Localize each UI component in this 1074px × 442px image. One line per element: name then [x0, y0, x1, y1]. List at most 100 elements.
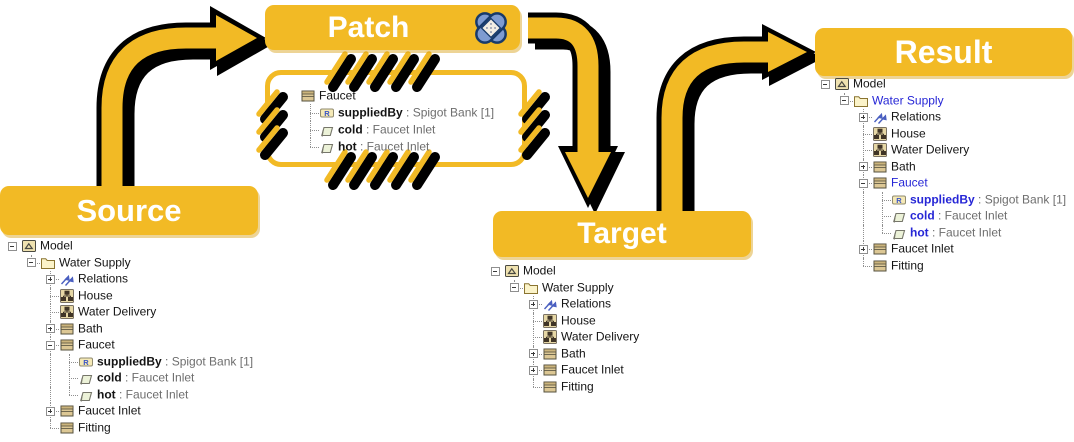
tree-node-label: Water Supply	[542, 280, 614, 295]
collapse-minus-box[interactable]	[7, 241, 17, 251]
tree-row[interactable]: Model	[487, 263, 747, 280]
tree-connector-horizontal	[533, 337, 542, 339]
collapse-minus-box[interactable]	[509, 283, 519, 293]
collapse-minus-box[interactable]	[26, 258, 36, 268]
tree-node-label: Faucet Inlet	[891, 241, 954, 256]
diagram-icon	[59, 304, 75, 320]
class-icon	[872, 258, 888, 274]
tree-row[interactable]: Fitting	[4, 419, 270, 437]
expand-plus-box[interactable]	[858, 112, 868, 122]
tree-row[interactable]: Fitting	[817, 257, 1073, 275]
tree-row[interactable]: Bath	[487, 345, 747, 362]
model-icon	[21, 238, 37, 254]
tree-node-label: Bath	[561, 346, 586, 361]
tree-node-type-suffix: : Faucet Inlet	[115, 387, 189, 402]
tree-node-label: Faucet Inlet	[78, 403, 141, 418]
tree-row[interactable]: Relations	[817, 109, 1073, 126]
expand-plus-box[interactable]	[45, 274, 55, 284]
model-icon	[834, 76, 850, 92]
tree-row[interactable]: hot : Faucet Inlet	[283, 138, 513, 155]
tree-connector-horizontal	[50, 427, 59, 429]
tree-node-label: suppliedBy : Spigot Bank [1]	[338, 105, 495, 120]
tree-row[interactable]: Faucet Inlet	[487, 362, 747, 379]
relations-icon	[872, 109, 888, 125]
tree-connector-vertical	[863, 257, 864, 266]
bandaid-icon	[475, 12, 507, 44]
tree-row[interactable]: Water Supply	[487, 279, 747, 297]
tree-row[interactable]: Relations	[487, 296, 747, 313]
expand-plus-box[interactable]	[528, 365, 538, 375]
tree-row[interactable]: House	[487, 312, 747, 329]
tree-row[interactable]: House	[817, 125, 1073, 142]
expand-plus-box[interactable]	[858, 162, 868, 172]
class-icon	[300, 88, 316, 104]
tree-connector-horizontal	[863, 117, 872, 119]
tree-node-label: Bath	[891, 159, 916, 174]
tree-row[interactable]: Faucet Inlet	[817, 241, 1073, 258]
tree-connector-vertical	[50, 419, 51, 428]
tree-node-label: Model	[40, 238, 73, 253]
tree-row[interactable]: Water Delivery	[817, 142, 1073, 159]
expand-plus-box[interactable]	[528, 349, 538, 359]
tree-node-label: Water Supply	[59, 255, 131, 270]
arrow-target-to-result	[656, 24, 823, 218]
tree-row[interactable]: House	[4, 287, 270, 304]
expand-plus-box[interactable]	[858, 244, 868, 254]
tree-row[interactable]: Water Supply	[4, 254, 270, 272]
class-icon	[872, 241, 888, 257]
tree-row[interactable]: cold : Faucet Inlet	[283, 121, 513, 138]
tree-guide-line	[50, 353, 51, 370]
tree-row[interactable]: Water Delivery	[4, 304, 270, 321]
tree-row[interactable]: Bath	[4, 320, 270, 337]
tree-row[interactable]: cold : Faucet Inlet	[4, 370, 270, 387]
diagram-icon	[542, 329, 558, 345]
tree-node-label: Model	[523, 263, 556, 278]
tree-node-type-suffix: : Spigot Bank [1]	[161, 354, 254, 369]
class-icon	[542, 346, 558, 362]
tree-node-label: Water Delivery	[891, 142, 970, 157]
tree-row[interactable]: hot : Faucet Inlet	[4, 386, 270, 403]
tree-row[interactable]: Model	[817, 76, 1073, 93]
collapse-minus-box[interactable]	[490, 266, 500, 276]
tree-row[interactable]: Faucet	[4, 337, 270, 354]
tree-row[interactable]: Faucet	[283, 87, 513, 104]
tree-row[interactable]: cold : Faucet Inlet	[817, 208, 1073, 225]
tree-row[interactable]: Water Supply	[817, 92, 1073, 110]
tree-row[interactable]: Faucet	[817, 175, 1073, 192]
tree-connector-horizontal	[863, 166, 872, 168]
tree-guide-line	[863, 208, 864, 225]
port-icon	[78, 387, 94, 403]
tree-row[interactable]: Bath	[817, 158, 1073, 175]
tree-node-label: Fitting	[891, 258, 924, 273]
tree-node-label: Water Delivery	[561, 329, 640, 344]
source-banner: Source	[0, 186, 258, 235]
diagram-icon	[872, 142, 888, 158]
relations-icon	[542, 296, 558, 312]
relations-icon	[59, 271, 75, 287]
collapse-minus-box[interactable]	[858, 178, 868, 188]
tree-row[interactable]: Faucet Inlet	[4, 403, 270, 420]
collapse-minus-box[interactable]	[820, 79, 830, 89]
class-icon	[59, 420, 75, 436]
tree-row[interactable]: Relations	[4, 271, 270, 288]
tree-connector-horizontal	[533, 370, 542, 372]
svg-text:R: R	[896, 196, 902, 205]
expand-plus-box[interactable]	[45, 406, 55, 416]
tree-row[interactable]: hot : Faucet Inlet	[817, 224, 1073, 241]
expand-plus-box[interactable]	[528, 299, 538, 309]
tree-row[interactable]: Model	[4, 238, 270, 255]
tree-row[interactable]: Water Delivery	[487, 329, 747, 346]
patch-banner: Patch	[265, 5, 520, 50]
tree-node-label: House	[78, 288, 113, 303]
tree-row[interactable]: Fitting	[487, 378, 747, 396]
collapse-minus-box[interactable]	[839, 96, 849, 106]
collapse-minus-box[interactable]	[45, 340, 55, 350]
tree-connector-horizontal	[50, 411, 59, 413]
expand-plus-box[interactable]	[45, 324, 55, 334]
folder-icon	[523, 280, 539, 296]
tree-node-label: hot : Faucet Inlet	[910, 225, 1002, 240]
